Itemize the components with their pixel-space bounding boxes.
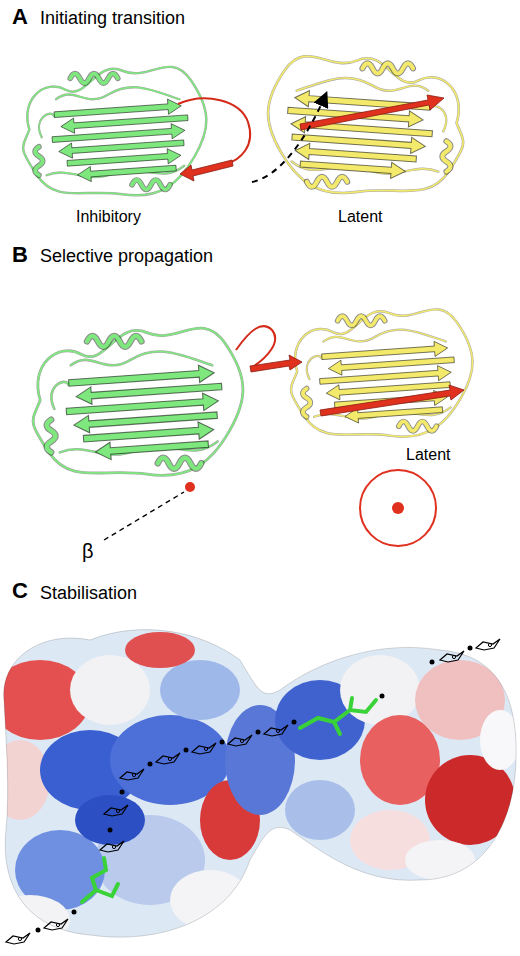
panel-letter: A <box>12 4 28 29</box>
panel-title: Initiating transition <box>40 8 185 29</box>
state-label: Inhibitory <box>76 208 141 226</box>
state-label: Latent <box>338 208 382 226</box>
state-label: Latent <box>404 446 452 464</box>
panel-letter: B <box>12 242 28 267</box>
panel-title: Selective propagation <box>40 246 213 267</box>
strand-label: β <box>80 540 96 563</box>
panel-title: Stabilisation <box>40 583 137 604</box>
panel-letter: C <box>12 578 28 603</box>
